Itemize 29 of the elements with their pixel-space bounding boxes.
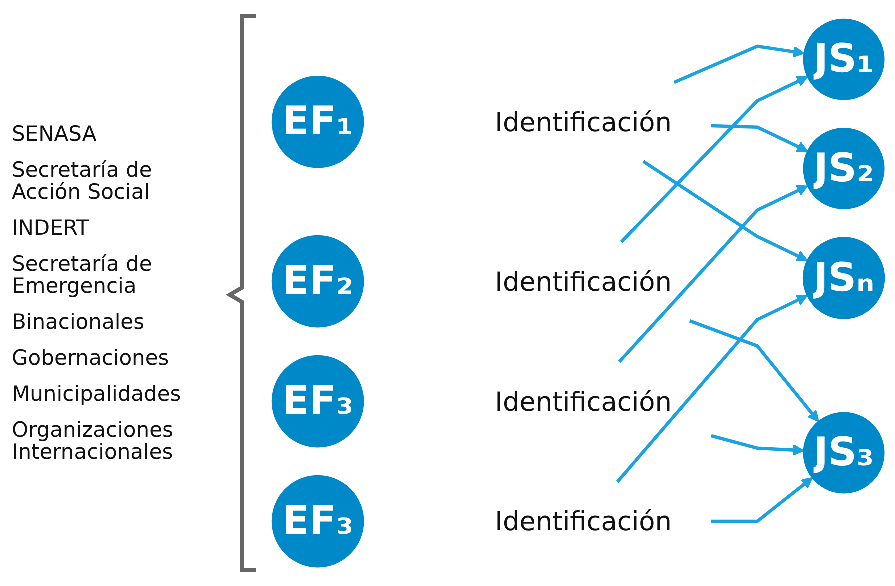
organization-name: Gobernaciones [12, 347, 170, 370]
node-text: Identificación [495, 266, 672, 298]
node-circle: JS₂ [803, 128, 885, 210]
node-circle: EF₂ [272, 235, 364, 328]
node-circle: EF₃ [272, 475, 364, 568]
node-text: Identificación [495, 106, 672, 138]
arrow [642, 160, 808, 262]
node-circle: JSₙ [802, 236, 886, 320]
organization-name: Municipalidades [12, 383, 182, 406]
arrow [689, 319, 820, 422]
node-text: Identificación [495, 505, 672, 538]
organization-name: Secretaría de Emergencia [12, 252, 154, 298]
node-circle: EF₃ [272, 355, 364, 448]
organization-name: SENASA [12, 122, 98, 145]
arrow [711, 124, 808, 152]
arrow [711, 434, 805, 456]
arrow [674, 44, 805, 84]
arrow [620, 76, 808, 243]
organization-name: Binacionales [12, 311, 146, 334]
node-circle: EF₁ [272, 76, 364, 168]
arrow [618, 185, 808, 363]
organization-name: INDERT [12, 216, 90, 239]
node-circle: JS₃ [803, 412, 885, 494]
arrow [616, 294, 808, 483]
organization-name: Organizaciones Internacionales [12, 419, 174, 464]
node-text: Identificación [495, 385, 672, 418]
arrow [711, 477, 814, 523]
node-circle: JS₁ [803, 18, 885, 100]
organization-name: Secretaría de Acción Social [12, 158, 154, 203]
